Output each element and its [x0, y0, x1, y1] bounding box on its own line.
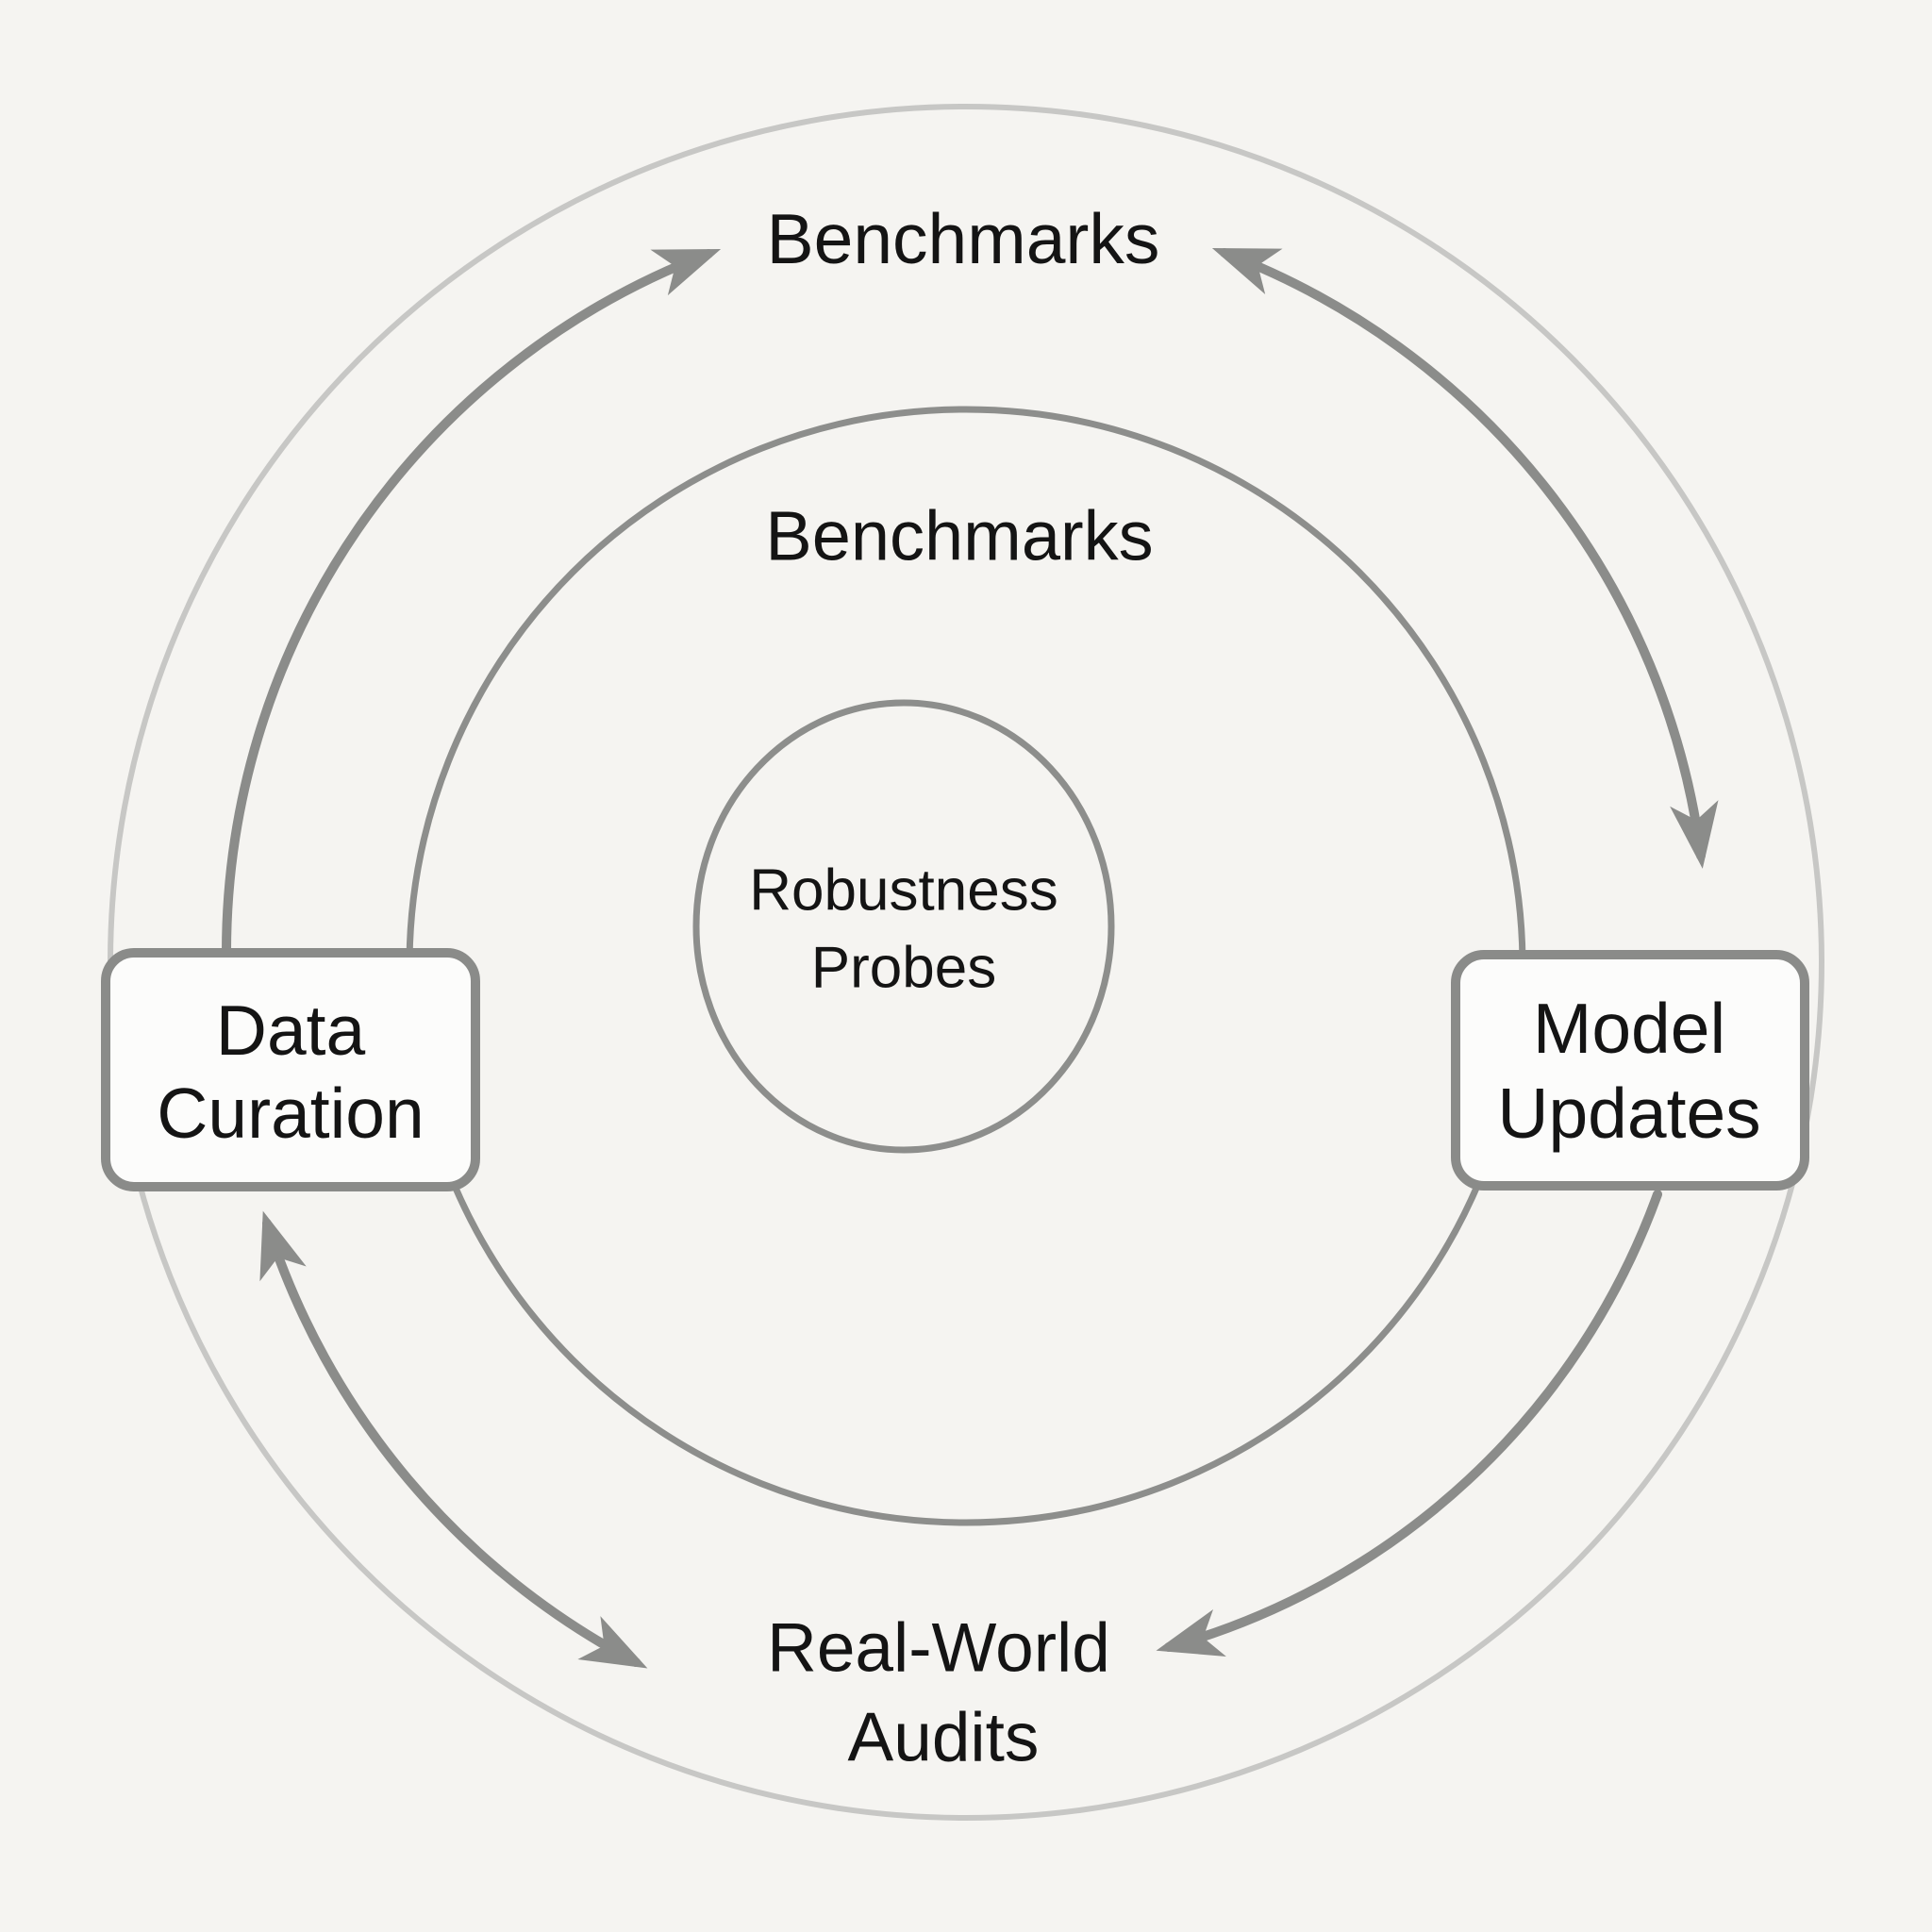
arrow-model-updates-to-real-world-audits — [1156, 1190, 1662, 1657]
benchmarks-outer-label: Benchmarks — [767, 199, 1160, 278]
benchmarks-middle-label: Benchmarks — [765, 497, 1153, 575]
data-curation-box: Data Curation — [101, 948, 480, 1191]
data-curation-label-line1: Data — [216, 991, 366, 1070]
model-updates-box-shape — [1451, 950, 1809, 1191]
robustness-probes-label-line1: Robustness — [749, 858, 1058, 924]
arrow-data-curation-to-benchmarks — [221, 249, 722, 959]
data-curation-label-line2: Curation — [157, 1074, 424, 1153]
real-world-audits-label-line2: Audits — [848, 1700, 1040, 1776]
arrow-benchmarks-model-updates — [1211, 248, 1719, 869]
model-updates-label-line2: Updates — [1497, 1074, 1760, 1153]
model-updates-label-line1: Model — [1533, 989, 1725, 1068]
inner-circle — [692, 699, 1115, 1154]
real-world-audits-label-line1: Real-World — [767, 1610, 1110, 1687]
arrow-data-curation-real-world-audits — [259, 1210, 648, 1669]
model-updates-box: Model Updates — [1451, 950, 1809, 1191]
data-curation-box-shape — [101, 948, 480, 1191]
robustness-probes-label-line2: Probes — [811, 936, 996, 1001]
